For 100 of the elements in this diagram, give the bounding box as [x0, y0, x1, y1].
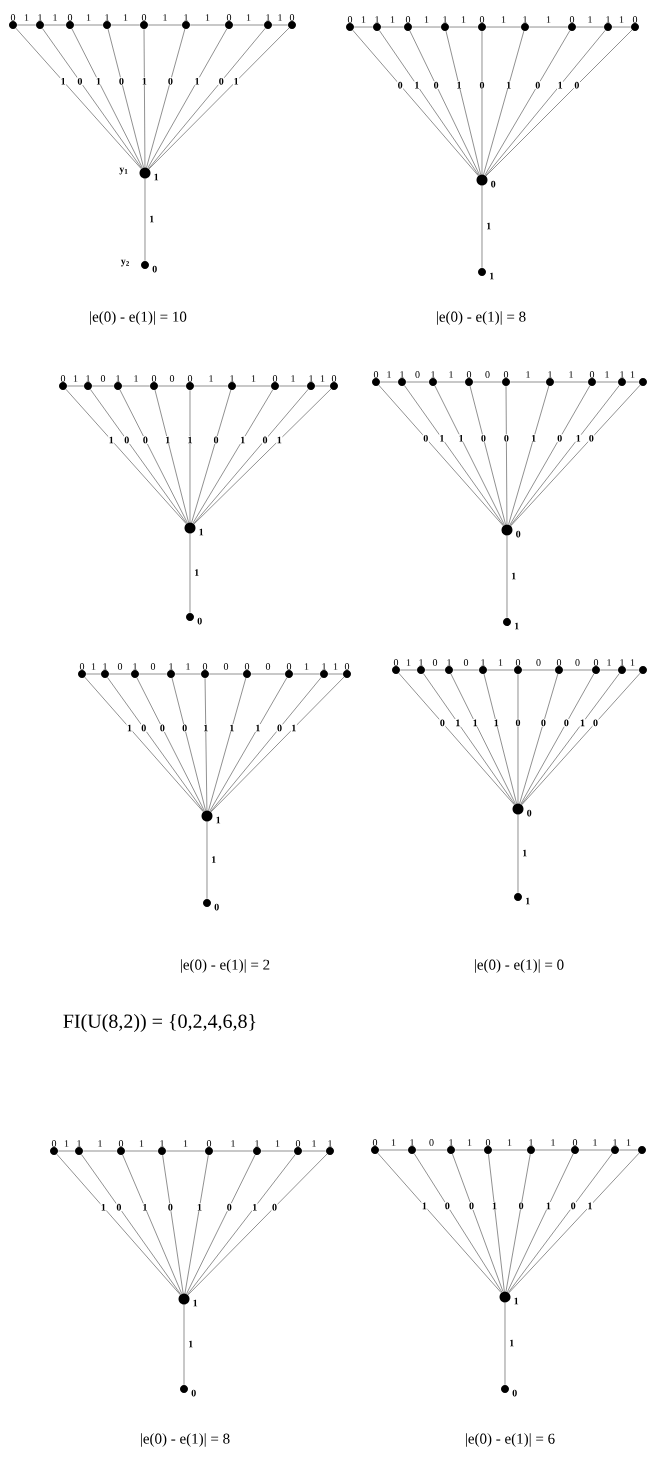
vertex-label: 0: [373, 371, 379, 378]
vertex-label: 0: [295, 1140, 301, 1147]
edge-label: 1: [487, 222, 491, 230]
edge-label: 0: [439, 718, 446, 727]
vertex-label: 0: [347, 16, 353, 23]
vertex-label: 1: [255, 1140, 259, 1147]
graph-edge: [174, 673, 202, 675]
graph-edge: [184, 1154, 209, 1294]
graph-edge: [107, 28, 144, 168]
graph-edge: [415, 1149, 448, 1151]
graph-edge: [534, 1149, 572, 1151]
graph-edge: [508, 385, 550, 525]
edge-label: 1: [276, 436, 283, 444]
vertex-label: 0: [272, 375, 278, 382]
graph-edge: [271, 24, 289, 26]
graph-edge: [122, 1154, 183, 1295]
edge-label: 1: [333, 663, 338, 670]
vertex-label: 0: [344, 663, 350, 670]
caption: |e(0) - e(1)| = 10: [90, 311, 187, 325]
graph-edge: [485, 26, 522, 28]
graph-edge: [510, 385, 620, 526]
edge-label: 0: [212, 436, 220, 444]
edge-label: 1: [588, 16, 592, 23]
graph-edge: [510, 384, 641, 527]
graph-edge: [191, 389, 232, 523]
graph-edge: [353, 26, 374, 28]
edge-label: 1: [73, 375, 78, 382]
graph-edge: [379, 381, 399, 383]
edge-label: 0: [433, 81, 440, 90]
graph-edge: [212, 1150, 254, 1152]
edge-label: 0: [265, 663, 271, 670]
vertex-label: 0: [206, 1140, 212, 1147]
edge-label: 1: [186, 436, 194, 444]
graph-edge: [505, 385, 508, 525]
edge-label: 1: [139, 1140, 144, 1147]
edge-label: 0: [478, 81, 486, 90]
edge-label: 1: [100, 1203, 107, 1212]
edge-label: 0: [485, 371, 490, 378]
vertex-label: 1: [322, 663, 326, 670]
graph-edge: [517, 673, 519, 804]
edge-label: 1: [164, 436, 171, 444]
graph-edge: [209, 677, 288, 812]
graph-edge: [210, 676, 345, 813]
graph-edge: [409, 30, 480, 176]
edge-label: 1: [202, 724, 209, 732]
edge-label: 0: [480, 434, 487, 443]
edge-label: 1: [150, 215, 154, 223]
edge-label: 0: [573, 81, 580, 90]
graph-edge: [119, 389, 188, 524]
graph-edge: [57, 1150, 76, 1152]
graph-edge: [84, 676, 204, 813]
graph-edge: [314, 385, 331, 387]
edge-label: 0: [429, 1139, 434, 1146]
vertex-label: 0: [152, 265, 157, 273]
graph-edge: [154, 389, 189, 523]
caption: |e(0) - e(1)| = 6: [466, 1433, 555, 1447]
graph-edge: [147, 24, 183, 26]
vertex-label: 0: [286, 663, 292, 670]
graph-edge: [452, 1153, 504, 1292]
graph-edge: [165, 1150, 206, 1152]
vertex-label: 0: [226, 14, 232, 21]
graph-edge: [193, 388, 309, 524]
vertex-label: 0: [51, 1140, 57, 1147]
vertex-label: y$_{1}$: [119, 167, 128, 175]
graph-edge: [73, 24, 104, 26]
graph-edge: [399, 669, 418, 671]
graph-edge: [485, 29, 633, 177]
graph-edge: [148, 27, 290, 170]
edge-label: 0: [463, 659, 469, 666]
vertex-label: 1: [216, 816, 221, 824]
edge-label: 0: [534, 81, 541, 90]
edge-label: 1: [196, 1203, 203, 1212]
graph-edge: [484, 30, 571, 176]
edge-label: 1: [320, 375, 325, 382]
edge-label: 1: [108, 436, 115, 444]
vertex-label: 0: [187, 375, 193, 382]
edge-label: 1: [205, 14, 210, 21]
edge-label: 0: [169, 375, 175, 382]
graph-edge: [82, 1150, 118, 1152]
edge-label: 0: [422, 434, 429, 443]
vertex-label: y$_{2}$: [120, 259, 129, 267]
vertex-label: 1: [447, 659, 451, 666]
edge-label: 0: [118, 77, 125, 86]
edge-label: 0: [150, 663, 156, 670]
edge-label: 0: [540, 718, 547, 727]
graph-edge: [208, 677, 247, 811]
graph-edge: [189, 24, 226, 26]
graph-edge: [562, 669, 593, 671]
edge-label: 1: [438, 434, 445, 443]
graph-edge: [486, 669, 515, 671]
vertex-label: 0: [393, 659, 399, 666]
edge-label: 0: [468, 1201, 475, 1210]
heading: FI(U(8,2)) = {0,2,4,6,8}: [63, 1013, 256, 1033]
edge-label: 1: [546, 16, 551, 23]
vertex-label: 0: [569, 16, 575, 23]
edge-label: 0: [276, 724, 283, 732]
graph-edge: [483, 673, 517, 804]
graph-edge: [509, 385, 591, 526]
vertex-label: 0: [244, 663, 250, 670]
graph-edge: [508, 1152, 640, 1294]
